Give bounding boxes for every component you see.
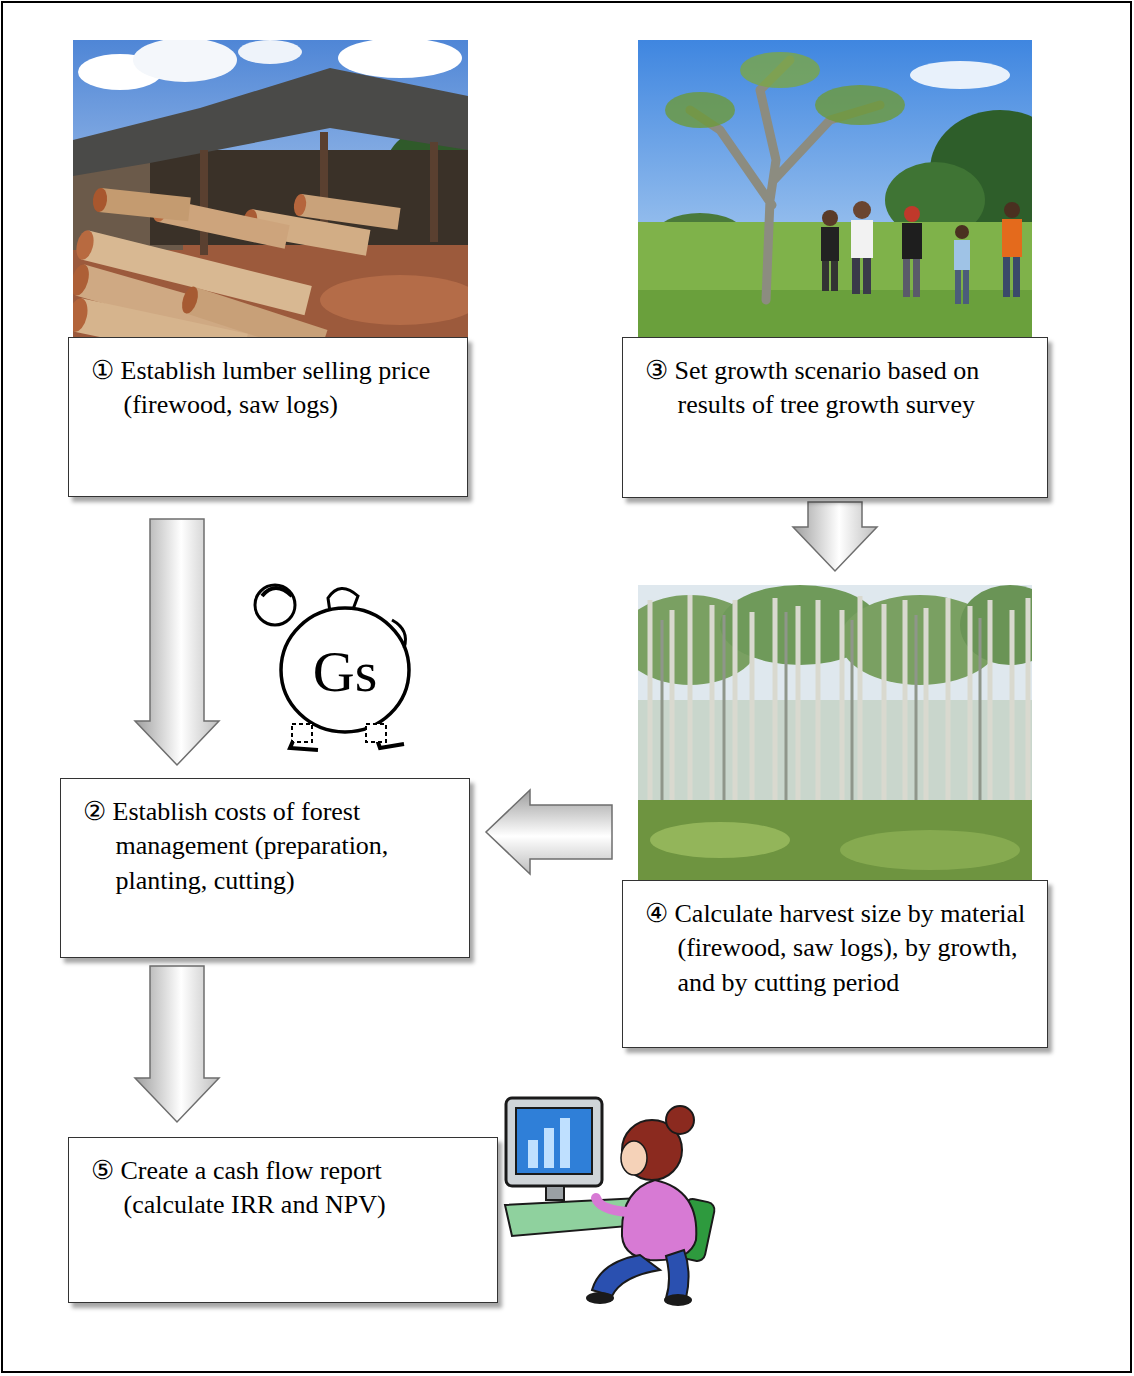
process-step: ④ Calculate harvest size by material (fi…	[622, 585, 1048, 1048]
checked-pants	[292, 724, 312, 742]
understory	[638, 700, 1032, 800]
step-box: ④ Calculate harvest size by material (fi…	[622, 880, 1048, 1048]
step-text: ⑤ Create a cash flow report (calculate I…	[91, 1154, 477, 1223]
legs	[592, 1255, 660, 1296]
cloud	[238, 40, 302, 64]
step-text: ③ Set growth scenario based on results o…	[645, 354, 1027, 423]
face	[621, 1141, 647, 1175]
monitor-stand	[546, 1186, 564, 1200]
grass	[840, 830, 1020, 870]
bar	[560, 1118, 570, 1168]
sawmill-photo	[73, 40, 468, 337]
process-step: ⑤ Create a cash flow report (calculate I…	[68, 1137, 498, 1303]
process-step: ② Establish costs of forest management (…	[60, 778, 470, 958]
bar	[544, 1128, 554, 1168]
screen	[516, 1108, 592, 1174]
body	[622, 1180, 696, 1260]
monitor	[506, 1098, 602, 1186]
step-box: ③ Set growth scenario based on results o…	[622, 337, 1048, 498]
grass	[638, 800, 1032, 880]
checked-pants	[366, 724, 386, 742]
photo-slot	[622, 585, 1048, 880]
step-box: ② Establish costs of forest management (…	[60, 778, 470, 958]
legs	[666, 1250, 689, 1298]
computer-user-figure	[505, 1098, 716, 1306]
photo-slot	[68, 40, 468, 337]
person	[851, 201, 873, 294]
shoe	[586, 1292, 614, 1304]
person	[902, 206, 922, 297]
legs	[290, 725, 404, 750]
process-step: ① Establish lumber selling price (firewo…	[68, 40, 468, 497]
shed-post	[430, 142, 438, 242]
flow-arrow	[486, 790, 612, 874]
tree-trunks	[662, 612, 980, 826]
grass	[638, 290, 1032, 337]
grass	[638, 222, 1032, 337]
money-bag	[281, 608, 409, 732]
step-text: ④ Calculate harvest size by material (fi…	[645, 897, 1027, 1000]
currency-label: Gs	[313, 643, 377, 701]
hair-bun	[666, 1106, 694, 1134]
flow-arrow	[135, 966, 219, 1122]
cloud	[910, 61, 1010, 89]
person	[1002, 202, 1022, 297]
photo-slot	[622, 40, 1048, 337]
cloud	[133, 40, 237, 82]
hand	[392, 620, 406, 648]
step-box: ① Establish lumber selling price (firewo…	[68, 337, 468, 497]
cloud	[338, 40, 462, 78]
log	[179, 285, 327, 337]
shoe	[664, 1294, 692, 1306]
tree-trunks	[650, 595, 1028, 830]
shed-roof	[73, 68, 468, 176]
step-text: ① Establish lumber selling price (firewo…	[91, 354, 447, 423]
step-box: ⑤ Create a cash flow report (calculate I…	[68, 1137, 498, 1303]
step-text: ② Establish costs of forest management (…	[83, 795, 449, 898]
flow-arrow	[793, 502, 877, 571]
arm	[596, 1198, 628, 1212]
person	[954, 225, 970, 304]
forest-photo	[638, 585, 1032, 880]
foliage	[665, 92, 735, 128]
survey-photo	[638, 40, 1032, 337]
grass	[650, 822, 790, 858]
flow-arrow	[135, 519, 219, 765]
foliage	[815, 85, 905, 125]
person	[821, 210, 839, 291]
process-step: ③ Set growth scenario based on results o…	[622, 40, 1048, 498]
log	[92, 187, 191, 221]
sky	[638, 40, 1032, 337]
hair	[262, 588, 292, 596]
bar	[528, 1140, 538, 1168]
head	[255, 585, 295, 625]
shed-post	[200, 150, 208, 255]
money-bag-figure	[255, 585, 409, 750]
ground	[320, 275, 468, 325]
foliage	[740, 52, 820, 88]
